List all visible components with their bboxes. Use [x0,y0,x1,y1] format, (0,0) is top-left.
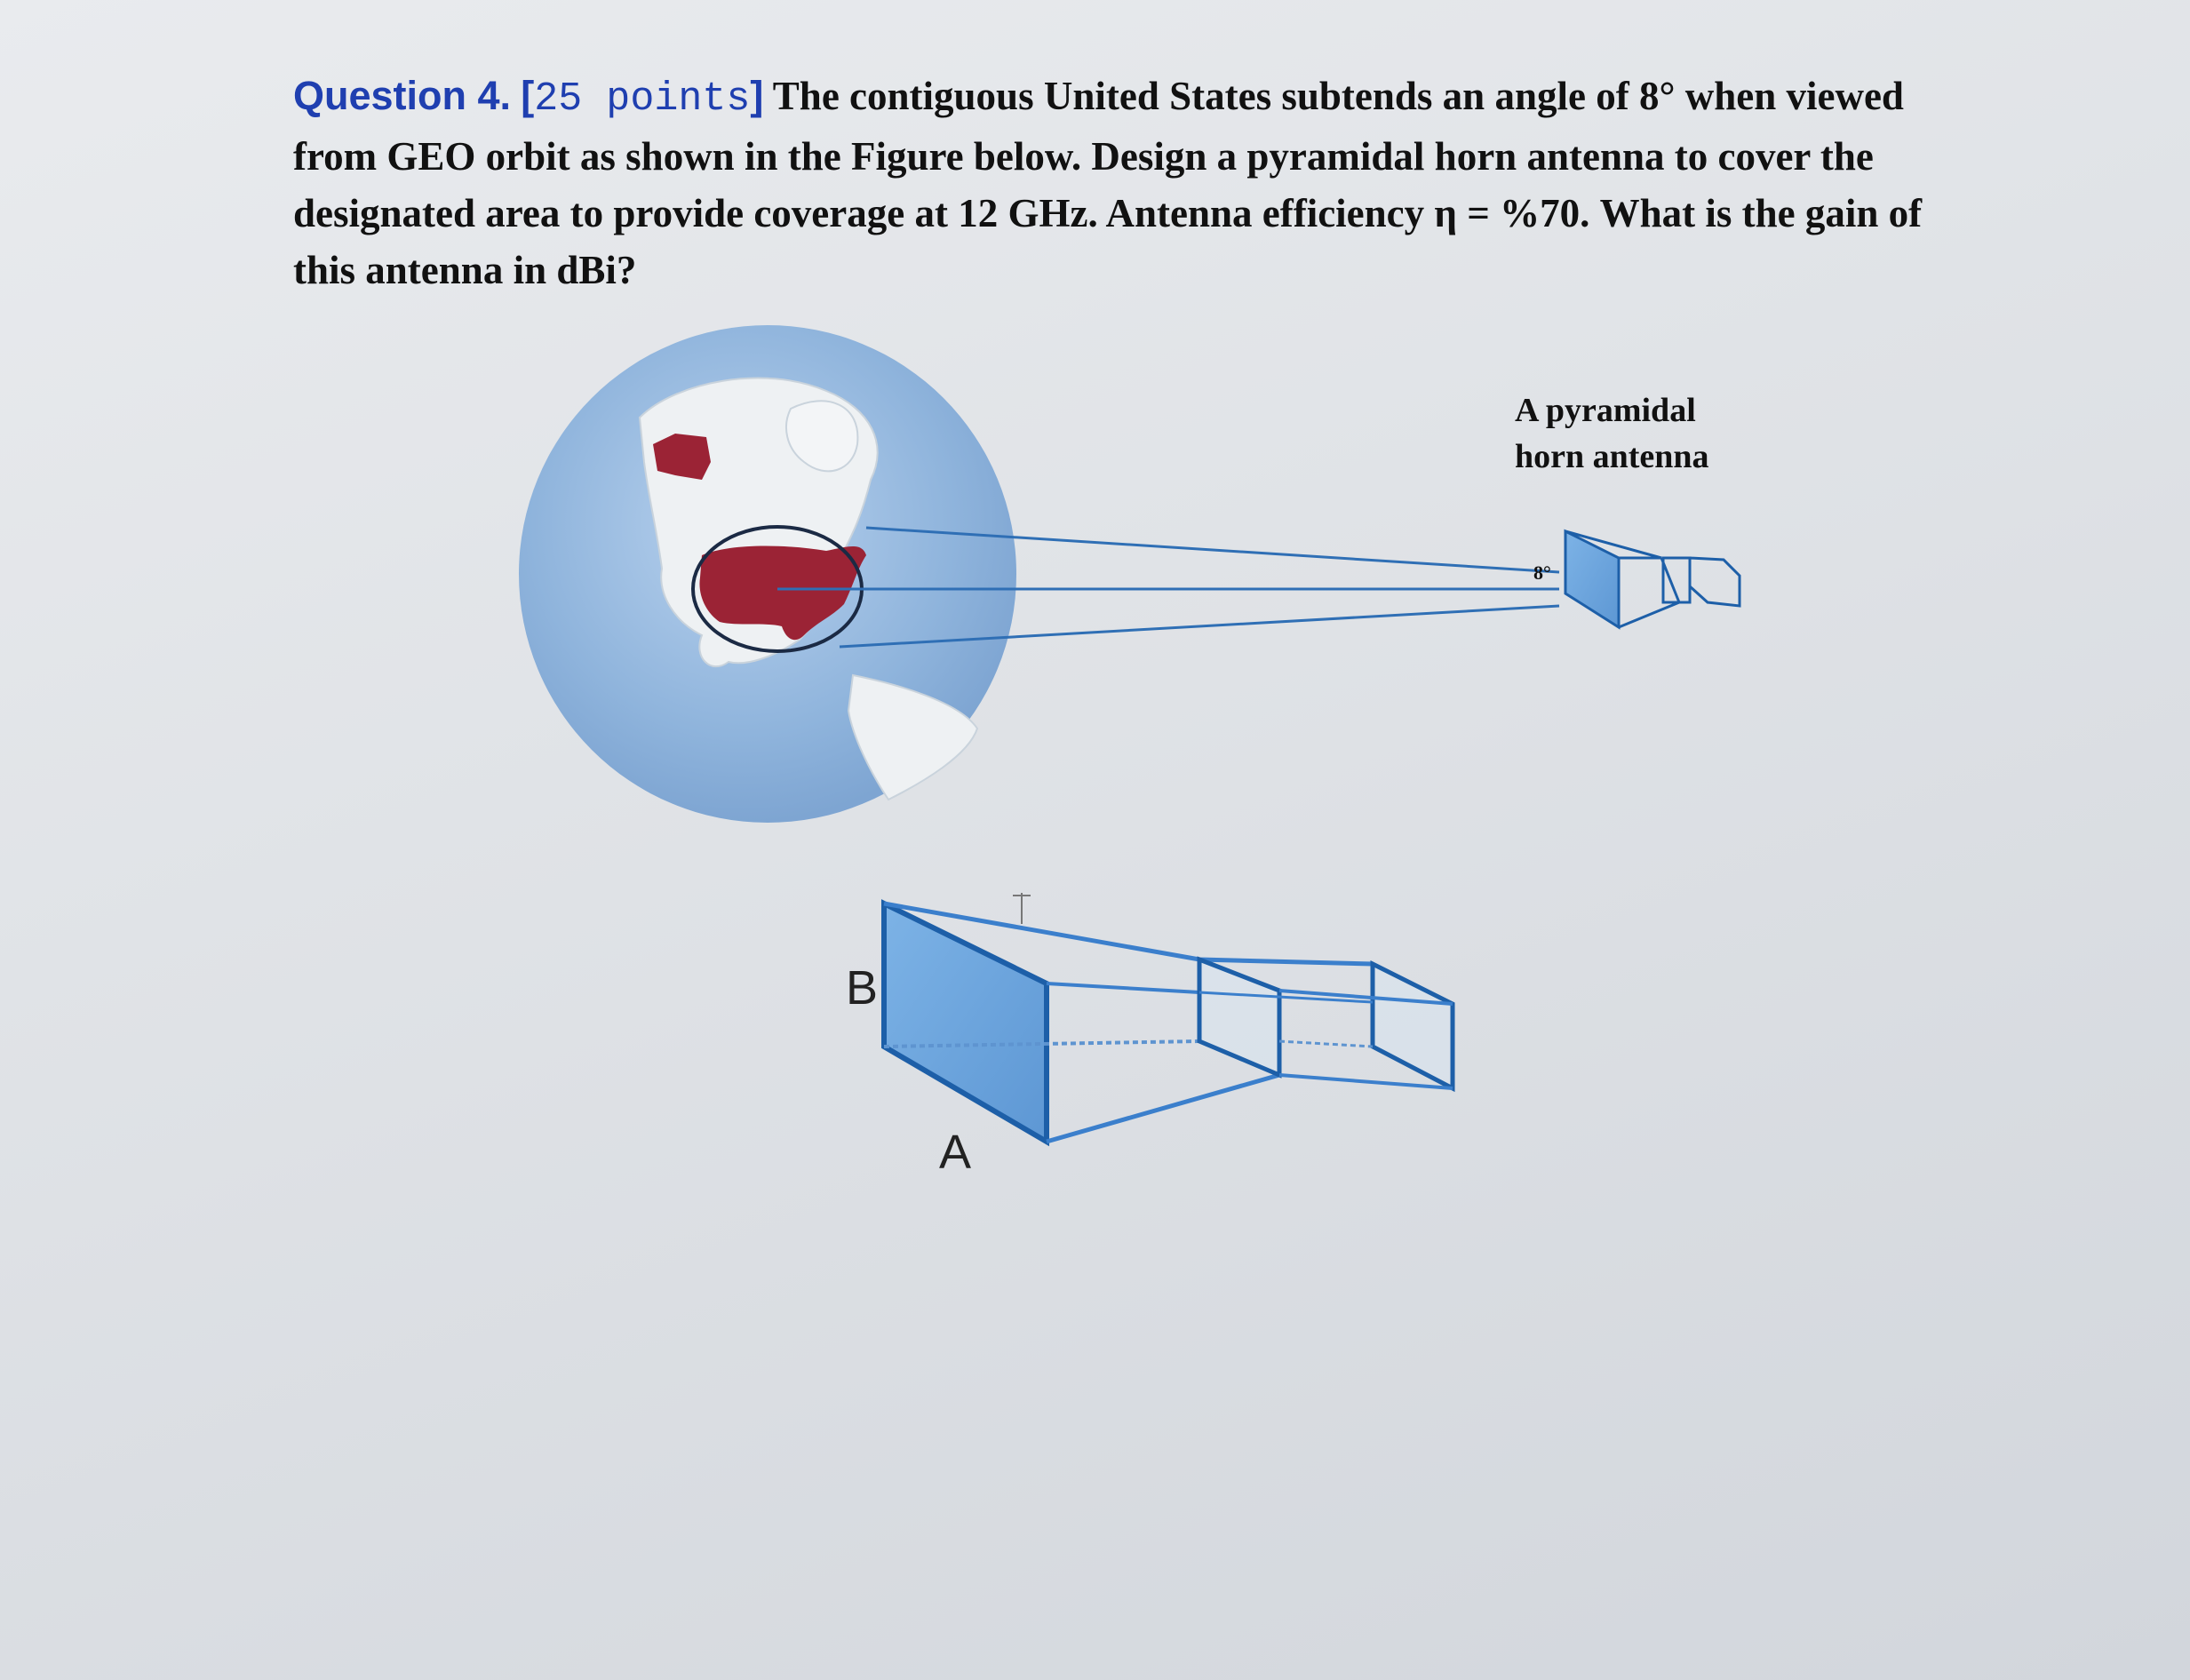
large-waveguide-top-rail [1278,989,1453,1006]
points-open-bracket: [ [521,73,535,118]
question-label: Question 4. [293,73,512,118]
large-horn-bottom-flare [1046,1072,1280,1144]
large-waveguide-1 [1197,956,1282,1079]
question-text: Question 4. [25 points] The contiguous U… [293,68,1972,299]
small-horn-antenna: 8° [1533,529,1741,630]
usa-region [699,545,866,641]
beam-lines [777,526,1560,649]
small-horn-body-bottom [1618,557,1681,629]
small-horn-aperture [1564,529,1621,630]
greenland-landmass [785,400,859,473]
question-points: 25 points [534,76,751,122]
large-horn-inner-bottom [883,1039,1200,1048]
globe [519,325,1016,823]
beam-upper-line [865,526,1560,574]
antenna-label-line2: horn antenna [1515,438,1709,475]
small-waveguide-2 [1688,556,1741,608]
points-close-bracket: ] [750,73,764,118]
dimension-label-a: A [939,1126,971,1179]
antenna-label-line1: A pyramidal [1515,392,1696,429]
south-america-landmass [847,673,979,801]
large-waveguide-lower-dashed [1278,1039,1374,1048]
beam-lower-line [839,604,1560,649]
large-horn-aperture [881,899,1049,1147]
large-waveguide-2 [1370,959,1455,1093]
small-waveguide-1 [1661,556,1692,604]
large-waveguide-mid-rail [1199,991,1374,1004]
large-horn-antenna: B A [846,893,1455,1179]
large-waveguide-bottom-rail [1278,1073,1453,1090]
dimension-label-b: B [846,961,878,1015]
question-body: The contiguous United States subtends an… [293,74,1923,292]
large-horn-inner-top [1046,982,1200,994]
angle-label: 8° [1533,561,1551,584]
alaska-region [653,434,711,480]
